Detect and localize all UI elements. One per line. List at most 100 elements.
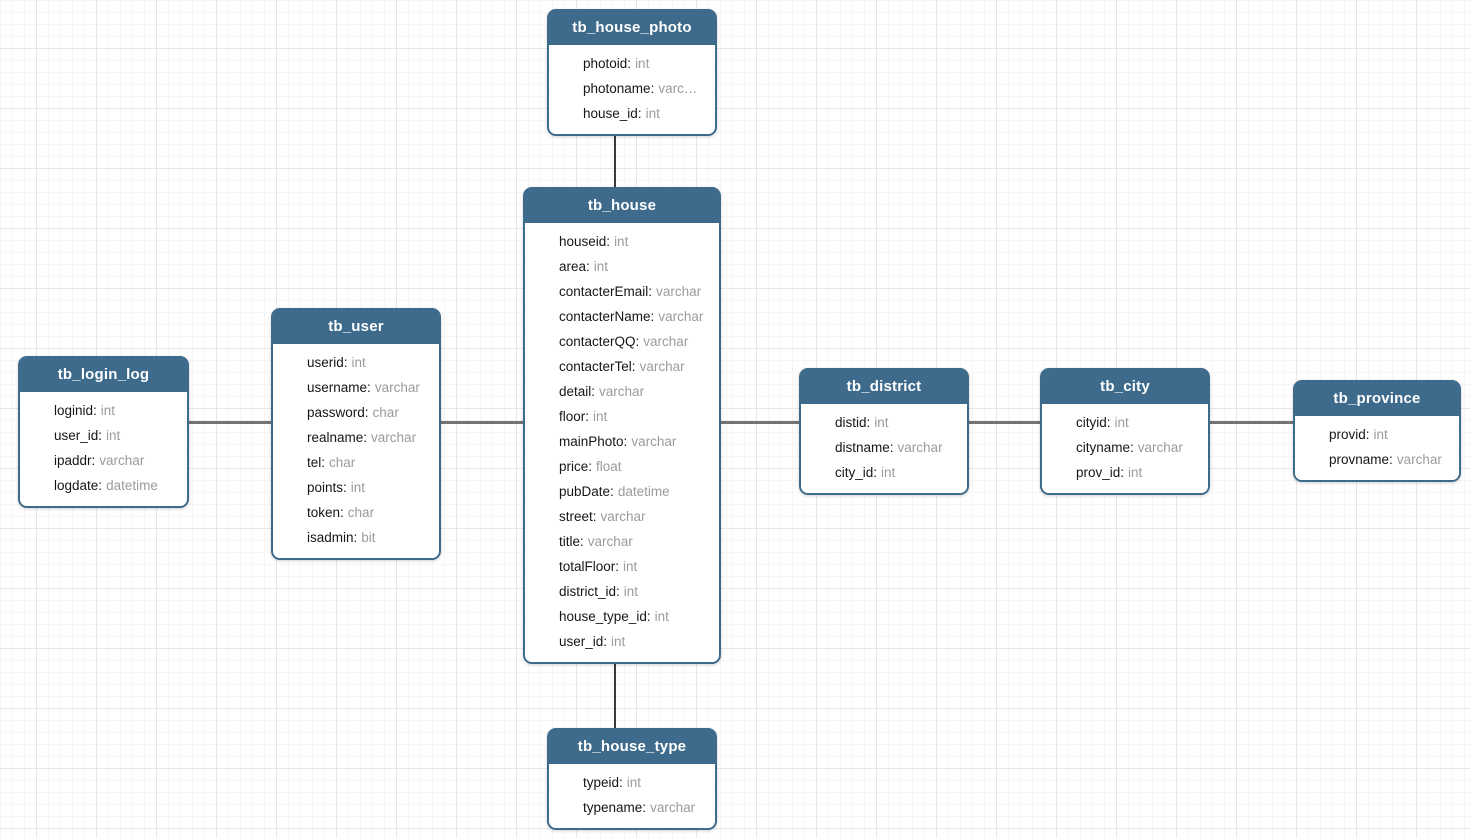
field-type: varchar <box>656 284 702 299</box>
field-separator: : <box>642 800 647 815</box>
field-row[interactable]: title:varchar <box>559 529 709 554</box>
field-type: int <box>611 634 626 649</box>
field-row[interactable]: userid:int <box>307 350 429 375</box>
table-title[interactable]: tb_login_log <box>20 358 187 392</box>
field-row[interactable]: mainPhoto:varchar <box>559 429 709 454</box>
table-tb-city[interactable]: tb_city cityid:int cityname:varchar prov… <box>1040 368 1210 495</box>
field-row[interactable]: totalFloor:int <box>559 554 709 579</box>
field-name: totalFloor <box>559 559 616 574</box>
field-type: varchar <box>587 534 633 549</box>
table-title[interactable]: tb_city <box>1042 370 1208 404</box>
table-tb-house[interactable]: tb_house houseid:int area:int contacterE… <box>523 187 721 664</box>
field-row[interactable]: floor:int <box>559 404 709 429</box>
table-title[interactable]: tb_house_photo <box>549 11 715 45</box>
field-name: floor <box>559 409 586 424</box>
field-type: int <box>623 584 639 599</box>
field-row[interactable]: pubDate:datetime <box>559 479 709 504</box>
field-row[interactable]: ipaddr:varchar <box>54 448 177 473</box>
field-row[interactable]: cityid:int <box>1076 410 1198 435</box>
connector-tb_house-tb_district[interactable] <box>718 421 802 424</box>
table-title-text: tb_house_type <box>577 738 687 755</box>
field-row[interactable]: district_id:int <box>559 579 709 604</box>
field-row[interactable]: username:varchar <box>307 375 429 400</box>
field-type: int <box>614 234 629 249</box>
field-row[interactable]: isadmin:bit <box>307 525 429 550</box>
field-type: int <box>100 403 116 418</box>
field-separator: : <box>586 259 590 274</box>
field-row[interactable]: password:char <box>307 400 429 425</box>
table-tb-login-log[interactable]: tb_login_log loginid:int user_id:int ipa… <box>18 356 189 508</box>
field-row[interactable]: cityname:varchar <box>1076 435 1198 460</box>
field-row[interactable]: realname:varchar <box>307 425 429 450</box>
field-separator: : <box>363 430 368 445</box>
field-row[interactable]: prov_id:int <box>1076 460 1198 485</box>
field-row[interactable]: detail:varchar <box>559 379 709 404</box>
field-name: city_id <box>835 465 874 480</box>
table-tb-user[interactable]: tb_user userid:int username:varchar pass… <box>271 308 441 560</box>
field-row[interactable]: distname:varchar <box>835 435 957 460</box>
field-row[interactable]: house_type_id:int <box>559 604 709 629</box>
field-type: int <box>623 559 638 574</box>
field-name: houseid <box>559 234 607 249</box>
field-row[interactable]: provname:varchar <box>1329 447 1449 472</box>
table-title[interactable]: tb_house_type <box>549 730 715 764</box>
field-name: provid <box>1329 427 1366 442</box>
field-row[interactable]: price:float <box>559 454 709 479</box>
field-row[interactable]: token:char <box>307 500 429 525</box>
field-row[interactable]: contacterTel:varchar <box>559 354 709 379</box>
field-type: int <box>635 56 650 71</box>
table-tb-house-photo[interactable]: tb_house_photo photoid:int photoname:var… <box>547 9 717 136</box>
field-type: varchar <box>650 800 696 815</box>
field-type: int <box>626 775 642 790</box>
field-name: detail <box>559 384 592 399</box>
table-title[interactable]: tb_house <box>525 189 719 223</box>
connector-tb_house-tb_house_type[interactable] <box>614 662 616 732</box>
connector-tb_house_photo-tb_house[interactable] <box>614 128 616 190</box>
field-type: char <box>347 505 375 520</box>
field-separator: : <box>615 559 620 574</box>
field-row[interactable]: contacterName:varchar <box>559 304 709 329</box>
table-title[interactable]: tb_district <box>801 370 967 404</box>
field-row[interactable]: photoname:varc… <box>583 76 705 101</box>
field-type: varchar <box>99 453 145 468</box>
field-row[interactable]: provid:int <box>1329 422 1449 447</box>
field-row[interactable]: street:varchar <box>559 504 709 529</box>
field-row[interactable]: city_id:int <box>835 460 957 485</box>
table-title[interactable]: tb_user <box>273 310 439 344</box>
field-separator: : <box>635 334 640 349</box>
field-separator: : <box>1120 465 1125 480</box>
field-row[interactable]: photoid:int <box>583 51 705 76</box>
field-type: int <box>654 609 669 624</box>
field-row[interactable]: user_id:int <box>559 629 709 654</box>
field-type: int <box>351 355 366 370</box>
field-name: contacterQQ <box>559 334 636 349</box>
table-tb-house-type[interactable]: tb_house_type typeid:int typename:varcha… <box>547 728 717 830</box>
field-row[interactable]: typeid:int <box>583 770 705 795</box>
field-type: int <box>1114 415 1129 430</box>
field-type: int <box>593 409 608 424</box>
field-row[interactable]: points:int <box>307 475 429 500</box>
field-row[interactable]: house_id:int <box>583 101 705 126</box>
field-row[interactable]: loginid:int <box>54 398 177 423</box>
field-row[interactable]: typename:varchar <box>583 795 705 820</box>
field-separator: : <box>603 634 608 649</box>
table-tb-province[interactable]: tb_province provid:int provname:varchar <box>1293 380 1461 482</box>
field-row[interactable]: area:int <box>559 254 709 279</box>
field-row[interactable]: distid:int <box>835 410 957 435</box>
field-row[interactable]: contacterQQ:varchar <box>559 329 709 354</box>
field-separator: : <box>873 465 878 480</box>
connector-tb_city-tb_province[interactable] <box>1206 421 1296 424</box>
field-row[interactable]: user_id:int <box>54 423 177 448</box>
table-tb-district[interactable]: tb_district distid:int distname:varchar … <box>799 368 969 495</box>
table-title[interactable]: tb_province <box>1295 382 1459 416</box>
field-name: username <box>307 380 368 395</box>
field-row[interactable]: contacterEmail:varchar <box>559 279 709 304</box>
field-separator: : <box>588 459 593 474</box>
field-row[interactable]: houseid:int <box>559 229 709 254</box>
field-separator: : <box>343 355 348 370</box>
field-row[interactable]: tel:char <box>307 450 429 475</box>
field-row[interactable]: logdate:datetime <box>54 473 177 498</box>
field-name: title <box>559 534 581 549</box>
connector-tb_district-tb_city[interactable] <box>965 421 1043 424</box>
